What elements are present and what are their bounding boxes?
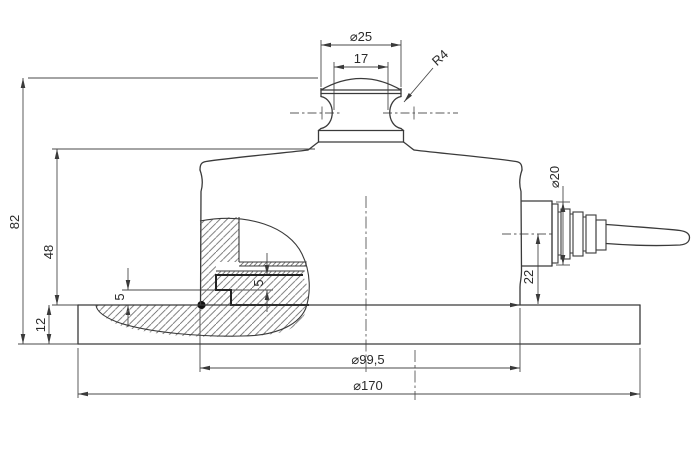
dim-body-diameter: ⌀99,5 <box>351 352 384 367</box>
dim-clearance-right: 5 <box>251 279 266 286</box>
dim-base-thickness: 12 <box>33 318 48 332</box>
cable-connector <box>521 200 691 267</box>
dim-base-diameter: ⌀170 <box>353 378 383 393</box>
centerlines <box>290 106 553 400</box>
load-button-outline <box>307 77 415 151</box>
dim-top-cap-diameter: ⌀25 <box>350 29 372 44</box>
break-line <box>95 217 310 337</box>
body-outline <box>199 149 523 306</box>
inner-step-profile <box>215 274 232 306</box>
dimension-arrowheads <box>20 42 640 397</box>
dimension-labels: ⌀25 17 R4 82 48 12 5 5 ⌀20 22 ⌀99,5 ⌀170 <box>7 29 562 393</box>
dimension-lines <box>22 44 640 395</box>
dim-total-height: 82 <box>7 215 22 229</box>
dim-connector-diameter: ⌀20 <box>547 166 562 188</box>
dim-cap-flat-width: 17 <box>354 51 368 66</box>
cable-gland-rings <box>551 203 607 264</box>
dim-body-height: 48 <box>41 245 56 259</box>
dim-groove-radius: R4 <box>429 47 451 69</box>
dim-clearance-left: 5 <box>112 293 127 300</box>
section-hatching <box>96 217 309 337</box>
cable <box>605 223 691 247</box>
dim-connector-center-height: 22 <box>521 270 536 284</box>
base-plate <box>77 304 641 345</box>
